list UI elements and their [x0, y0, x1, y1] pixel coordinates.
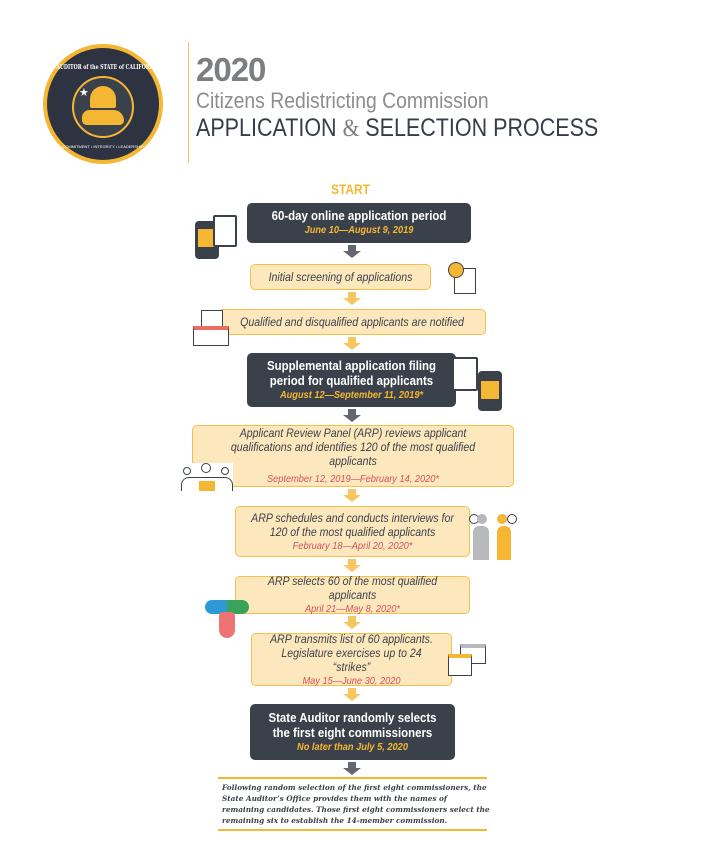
step-legislature-strikes: ARP transmits list of 60 applicants. Leg… — [251, 631, 452, 687]
step-date: May 15—June 30, 2020 — [302, 674, 401, 687]
capitol-dome-icon — [90, 86, 116, 108]
step-supplemental-application: Supplemental application filing period f… — [247, 353, 456, 407]
step-text: Qualified and disqualified applicants ar… — [240, 315, 464, 329]
footnote-top-rule — [218, 777, 487, 779]
arrow-down-icon — [343, 337, 361, 350]
arrow-down-icon — [343, 245, 361, 258]
step-text: ARP selects 60 of the most qualified app… — [267, 574, 438, 602]
step-applicants-notified: Qualified and disqualified applicants ar… — [218, 309, 486, 335]
page-title: APPLICATION & SELECTION PROCESS — [196, 114, 598, 143]
step-online-application: 60-day online application period June 10… — [247, 203, 471, 243]
step-text: ARP transmits list of 60 applicants. Leg… — [270, 631, 433, 674]
step-date: February 18—April 20, 2020* — [292, 539, 413, 552]
step-date: June 10—August 9, 2019 — [304, 224, 414, 236]
footnote-bottom-rule — [218, 829, 487, 831]
step-date: April 21—May 8, 2020* — [304, 603, 401, 615]
step-arp-selects: ARP selects 60 of the most qualified app… — [235, 574, 470, 615]
arrow-down-icon — [343, 688, 361, 701]
handshake-people-icon — [465, 514, 523, 560]
tablet-checklist-icon — [195, 215, 243, 263]
arrow-down-icon — [343, 409, 361, 422]
step-text: ARP schedules and conducts interviews fo… — [251, 510, 454, 539]
start-label: START — [331, 181, 370, 197]
step-random-selection: State Auditor randomly selects the first… — [250, 704, 455, 760]
document-transfer-icon — [448, 640, 488, 680]
arrow-down-icon — [343, 762, 361, 775]
title-part1: APPLICATION — [196, 114, 337, 142]
step-text: 60-day online application period — [271, 208, 447, 223]
step-date: September 12, 2019—February 14, 2020* — [266, 473, 440, 485]
arrow-down-icon — [343, 616, 361, 629]
hands-selection-icon — [205, 598, 249, 640]
panel-people-icon — [181, 463, 233, 493]
step-text: Supplemental application filing period f… — [266, 357, 437, 388]
step-date: August 12—September 11, 2019* — [279, 388, 424, 401]
title-part2: SELECTION PROCESS — [365, 114, 599, 142]
step-date: No later than July 5, 2020 — [297, 740, 408, 753]
footnote: Following random selection of the first … — [222, 783, 490, 825]
star-icon: ★ — [79, 87, 89, 99]
auditor-seal-logo: AUDITOR of the STATE of CALIFORNIA ★ COM… — [43, 44, 163, 164]
title-amp: & — [342, 115, 360, 142]
arrow-down-icon — [343, 292, 361, 305]
step-initial-screening: Initial screening of applications — [250, 264, 431, 290]
seal-text-top: AUDITOR of the STATE of CALIFORNIA — [56, 64, 160, 71]
seal-text-bottom: COMMITMENT • INTEGRITY • LEADERSHIP — [62, 144, 144, 149]
magnifier-document-icon — [446, 262, 480, 294]
arrow-down-icon — [343, 559, 361, 572]
step-text: Initial screening of applications — [268, 270, 413, 284]
step-text: State Auditor randomly selects the first… — [268, 709, 437, 740]
step-arp-review: Applicant Review Panel (ARP) reviews app… — [192, 425, 514, 487]
arrow-down-icon — [343, 489, 361, 502]
header-year: 2020 — [196, 51, 266, 88]
header-divider — [188, 42, 189, 163]
header-subtitle: Citizens Redistricting Commission — [196, 88, 489, 113]
checklist-tablet-icon — [452, 357, 506, 413]
step-arp-interviews: ARP schedules and conducts interviews fo… — [235, 506, 470, 557]
envelope-letter-icon — [193, 310, 231, 346]
bear-icon — [82, 110, 124, 125]
step-text: Applicant Review Panel (ARP) reviews app… — [230, 426, 476, 468]
